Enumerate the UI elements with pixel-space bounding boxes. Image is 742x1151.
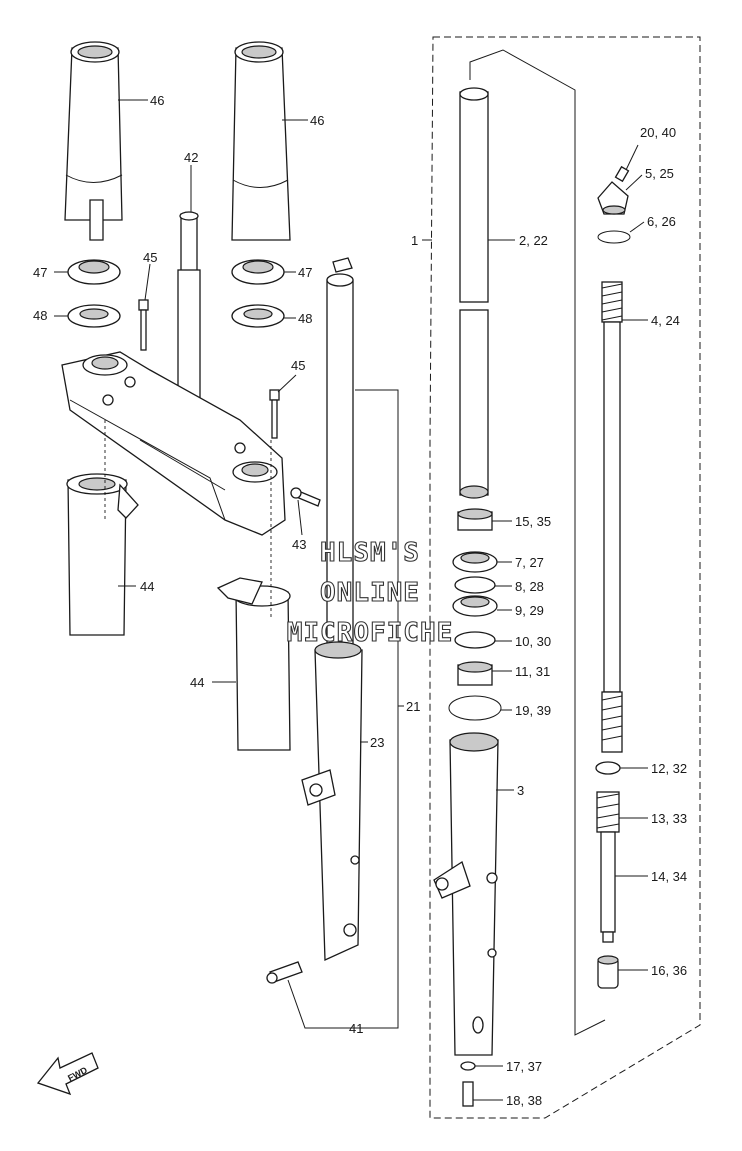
callout-label: 12, 32 [651,761,687,776]
callout-label: 45 [291,358,305,373]
fork-cover-lower-right [216,577,291,751]
watermark-line-2: ONLINE [320,578,420,608]
steering-stem [170,211,208,413]
oil-lock-piece-16 [597,955,619,989]
washer-8 [454,576,496,594]
callout-label: 48 [298,311,312,326]
callout-label: 45 [143,250,157,265]
bolt-45-upper [138,299,149,351]
callout-label: 2, 22 [519,233,548,248]
callout-label: 46 [150,93,164,108]
callout-label: 44 [140,579,154,594]
callout-label: 5, 25 [645,166,674,181]
outer-tube-left [301,641,363,961]
adjuster-20 [614,165,630,183]
washer-48-right [231,304,285,328]
callout-label: 16, 36 [651,963,687,978]
callout-label: 10, 30 [515,634,551,649]
callout-label: 6, 26 [647,214,676,229]
washer-48-left [67,304,121,328]
watermark: HLSM'S ONLINE MICROFICHE [286,537,454,648]
gasket-17 [460,1061,476,1071]
rebound-spring-13 [596,791,620,833]
callout-label: 9, 29 [515,603,544,618]
o-ring-19 [448,695,502,721]
callout-label: 8, 28 [515,579,544,594]
inner-tube-2 [459,87,489,499]
callout-label: 11, 31 [515,664,550,679]
callout-label: 20, 40 [640,125,676,140]
leader-lines [54,99,648,1101]
fork-cover-upper-left [64,41,123,241]
callout-label: 7, 27 [515,555,544,570]
callout-label: 19, 39 [515,703,551,718]
slide-bushing-15 [457,508,493,531]
callout-label: 15, 35 [515,514,551,529]
oil-seal-9 [452,595,498,617]
callout-label: 21 [406,699,420,714]
callout-label: 17, 37 [506,1059,542,1074]
watermark-line-3: MICROFICHE [287,618,454,648]
bolt-45-lower [269,389,280,439]
damper-rod-14 [600,831,616,943]
callout-label: 14, 34 [651,869,687,884]
callout-label: 42 [184,150,198,165]
callout-label: 44 [190,675,204,690]
callout-labels: 46 46 42 45 47 47 48 48 45 43 44 44 21 2… [33,93,687,1108]
fork-assembly-outline [429,36,701,1119]
outer-tube-3 [433,732,499,1056]
oil-seal-7 [452,551,498,573]
inner-tube-left [326,257,354,661]
fork-spring-4 [601,281,623,753]
callout-label: 18, 38 [506,1093,542,1108]
fork-cover-upper-right [231,41,291,241]
bolt-41 [266,961,303,984]
cap-bolt-5 [597,181,629,215]
watermark-line-1: HLSM'S [320,538,420,568]
callout-label: 13, 33 [651,811,687,826]
bolt-18 [462,1081,474,1107]
callout-label: 48 [33,308,47,323]
fwd-arrow-icon: FWD [36,1052,99,1096]
callout-label: 1 [411,233,418,248]
callout-label: 46 [310,113,324,128]
callout-label: 23 [370,735,384,750]
callout-label: 41 [349,1021,363,1036]
slide-bushing-11 [457,661,493,686]
clip-10 [454,631,496,649]
seal-ring-47-left [67,259,121,285]
spacer-12 [595,761,621,775]
callout-label: 47 [298,265,312,280]
callout-label: 3 [517,783,524,798]
fork-cover-lower-left [66,473,139,636]
seal-ring-47-right [231,259,285,285]
fork-inner-bracket [469,49,606,1036]
bolt-43 [290,487,321,507]
callout-label: 43 [292,537,306,552]
o-ring-6 [597,230,631,244]
callout-label: 47 [33,265,47,280]
callout-label: 4, 24 [651,313,680,328]
under-bracket [61,351,286,536]
